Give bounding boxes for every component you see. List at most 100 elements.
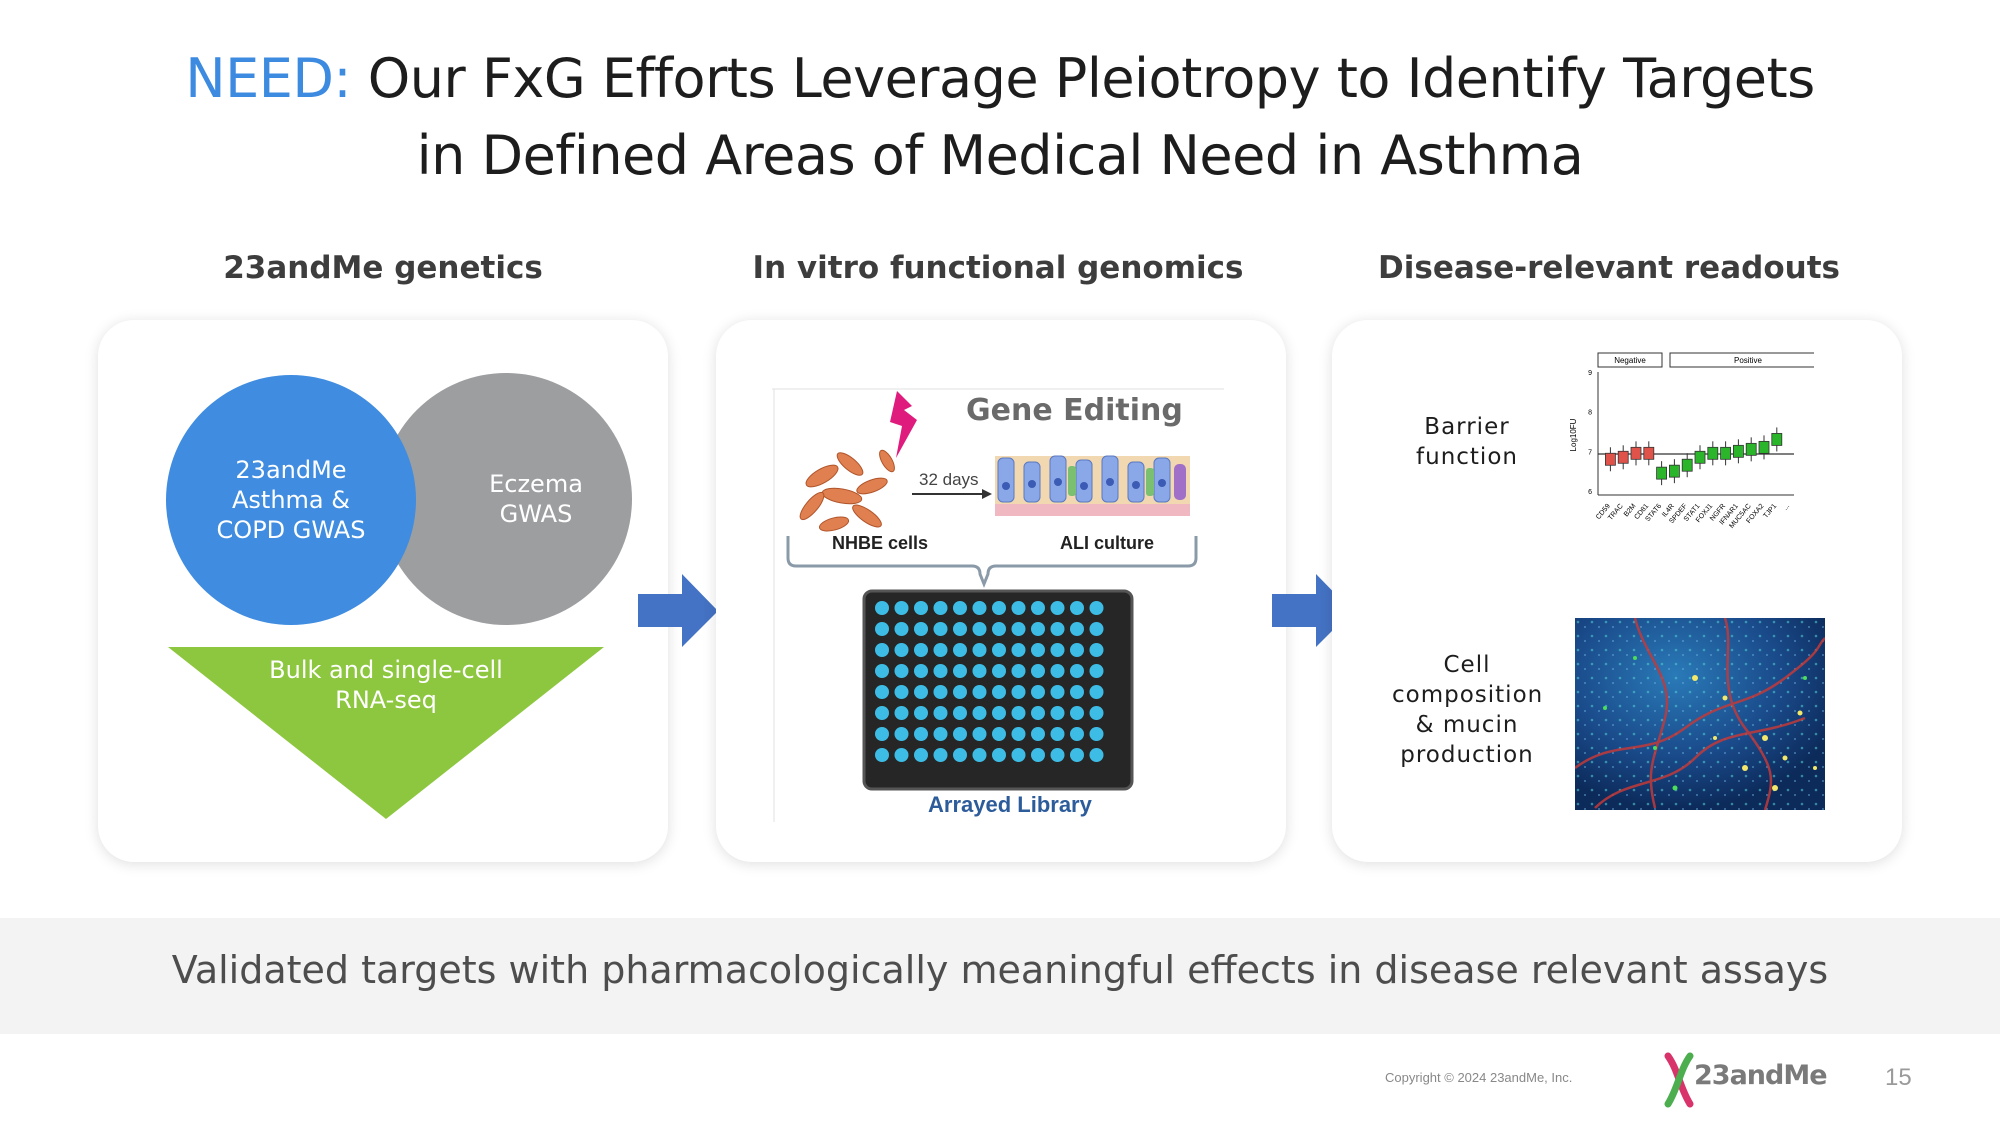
rna-seq-line-1: Bulk and single-cell bbox=[269, 656, 503, 684]
box-trac bbox=[1617, 450, 1629, 464]
well bbox=[953, 748, 967, 762]
slide-title: NEED: Our FxG Efforts Leverage Pleiotrop… bbox=[0, 40, 2000, 194]
gene-editing-illustration bbox=[772, 388, 1224, 822]
well bbox=[894, 727, 909, 741]
box-ifnar1 bbox=[1732, 444, 1744, 458]
y-tick-label: 9 bbox=[1588, 370, 1592, 377]
well bbox=[875, 706, 889, 720]
well bbox=[1089, 643, 1104, 657]
positive-group-box bbox=[1669, 352, 1814, 368]
well bbox=[933, 643, 948, 657]
well bbox=[1070, 727, 1084, 741]
well bbox=[992, 748, 1006, 762]
well bbox=[875, 643, 889, 657]
box-stat6 bbox=[1656, 466, 1667, 480]
well bbox=[1070, 622, 1084, 636]
well bbox=[972, 706, 987, 720]
well bbox=[972, 622, 987, 636]
gene-editing-label: Gene Editing bbox=[966, 393, 1183, 428]
well bbox=[1050, 643, 1065, 657]
genetics-card: Eczema GWAS 23andMe Asthma & COPD GWAS B… bbox=[98, 320, 668, 862]
well bbox=[992, 643, 1006, 657]
well bbox=[972, 685, 987, 699]
y-tick-label: 8 bbox=[1588, 410, 1592, 417]
asthma-gwas-circle: 23andMe Asthma & COPD GWAS bbox=[166, 375, 416, 625]
nhbe-label: NHBE cells bbox=[832, 533, 929, 553]
box-tjp1 bbox=[1771, 433, 1783, 446]
asthma-line-1: 23andMe bbox=[235, 456, 347, 484]
well bbox=[933, 727, 948, 741]
ali-culture-icon bbox=[995, 455, 1190, 516]
well bbox=[1011, 685, 1026, 699]
well bbox=[953, 601, 967, 615]
days-label: 32 days bbox=[919, 470, 979, 489]
well bbox=[953, 664, 967, 678]
box-cd59 bbox=[1605, 452, 1616, 466]
box-foxj1 bbox=[1707, 446, 1719, 460]
well bbox=[953, 706, 967, 720]
well bbox=[894, 706, 909, 720]
well bbox=[1031, 727, 1045, 741]
well bbox=[894, 748, 909, 762]
well bbox=[1050, 622, 1065, 636]
well bbox=[1011, 727, 1026, 741]
well bbox=[1011, 643, 1026, 657]
rna-seq-label: Bulk and single-cell RNA-seq bbox=[168, 655, 604, 715]
well bbox=[875, 622, 889, 636]
well bbox=[914, 727, 928, 741]
well bbox=[914, 601, 928, 615]
well bbox=[953, 643, 967, 657]
well bbox=[1011, 706, 1026, 720]
well bbox=[933, 664, 948, 678]
barrier-function-label: Barrier function bbox=[1416, 414, 1518, 470]
page-number: 15 bbox=[1885, 1064, 1912, 1091]
rna-seq-triangle bbox=[168, 647, 604, 819]
well bbox=[1031, 664, 1045, 678]
group-positive: Positive bbox=[1734, 356, 1763, 365]
well bbox=[1089, 622, 1104, 636]
well bbox=[972, 748, 987, 762]
well bbox=[1070, 601, 1084, 615]
well bbox=[1031, 706, 1045, 720]
well bbox=[992, 622, 1006, 636]
conclusion-band bbox=[0, 918, 2000, 1034]
y-tick-label: 7 bbox=[1588, 449, 1592, 456]
well bbox=[1089, 664, 1104, 678]
eczema-line-1: Eczema bbox=[489, 470, 583, 498]
well bbox=[1050, 601, 1065, 615]
well bbox=[1050, 706, 1065, 720]
well bbox=[972, 664, 987, 678]
y-axis-label: Log10FU bbox=[1569, 418, 1578, 451]
well bbox=[914, 643, 928, 657]
well bbox=[1050, 685, 1065, 699]
well bbox=[914, 706, 928, 720]
cell-line-3: & mucin bbox=[1415, 712, 1519, 738]
well bbox=[1031, 643, 1045, 657]
well bbox=[875, 748, 889, 762]
cell-line-4: production bbox=[1400, 742, 1534, 768]
readouts-card: Barrier function Cell composition & muci… bbox=[1332, 320, 1902, 862]
well bbox=[933, 706, 948, 720]
well bbox=[992, 685, 1006, 699]
well bbox=[1050, 748, 1065, 762]
well bbox=[1070, 643, 1084, 657]
heading-genetics: 23andMe genetics bbox=[223, 250, 543, 286]
box-ngfr bbox=[1720, 446, 1732, 460]
well bbox=[1089, 601, 1104, 615]
title-line1-text: Our FxG Efforts Leverage Pleiotropy to I… bbox=[367, 47, 1816, 110]
well bbox=[875, 664, 889, 678]
well bbox=[914, 685, 928, 699]
title-line-1: NEED: Our FxG Efforts Leverage Pleiotrop… bbox=[0, 40, 2000, 117]
title-need: NEED: bbox=[185, 47, 352, 110]
well bbox=[933, 622, 948, 636]
well bbox=[875, 727, 889, 741]
23andme-logo-text: 23andMe bbox=[1694, 1060, 1828, 1091]
box-muc5ac bbox=[1745, 442, 1757, 456]
well bbox=[875, 685, 889, 699]
x-tick-label: TJP1 bbox=[1762, 503, 1778, 520]
well bbox=[953, 727, 967, 741]
well bbox=[875, 601, 889, 615]
heading-readouts: Disease-relevant readouts bbox=[1378, 250, 1840, 286]
well-plate-icon bbox=[862, 589, 1134, 791]
well bbox=[933, 685, 948, 699]
